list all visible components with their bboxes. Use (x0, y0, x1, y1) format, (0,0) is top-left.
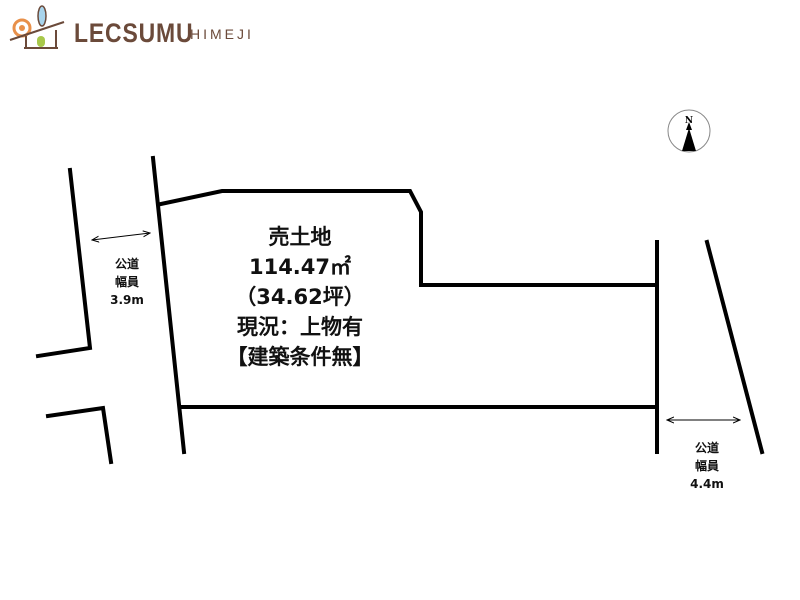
logo-mark (9, 5, 65, 49)
plot-top-boundary (158, 189, 659, 287)
road-label-left: 公道 幅員 3.9m (97, 255, 157, 309)
boundary-lines (35, 155, 765, 465)
road-type: 公道 (114, 257, 139, 271)
plot-area-sqm: 114.47㎡ (248, 255, 352, 279)
left-road-edge-upper (35, 167, 93, 359)
road-type: 公道 (694, 441, 719, 455)
plot-left-boundary (150, 155, 187, 455)
road-width-label: 幅員 (114, 275, 139, 289)
left-road-edge-lower (45, 405, 114, 465)
right-road-edge (704, 239, 765, 455)
logo-city: HIMEJI (190, 26, 254, 42)
road-width-arrow-left (92, 233, 150, 240)
plot-condition: 【建築条件無】 (226, 345, 374, 369)
road-width: 3.9m (110, 293, 144, 307)
plot-status: 現況：上物有 (237, 315, 363, 339)
plot-title: 売土地 (268, 225, 332, 249)
road-width-label: 幅員 (694, 459, 719, 473)
compass-north-label: N (685, 116, 693, 126)
road-width: 4.4m (690, 477, 724, 491)
road-label-right: 公道 幅員 4.4m (677, 439, 737, 493)
plot-area-tsubo: （34.62坪） (235, 285, 365, 309)
plot-info: 売土地 114.47㎡ （34.62坪） 現況：上物有 【建築条件無】 (200, 222, 400, 372)
logo-brand: LECSUMU (74, 18, 194, 48)
compass (667, 109, 711, 153)
